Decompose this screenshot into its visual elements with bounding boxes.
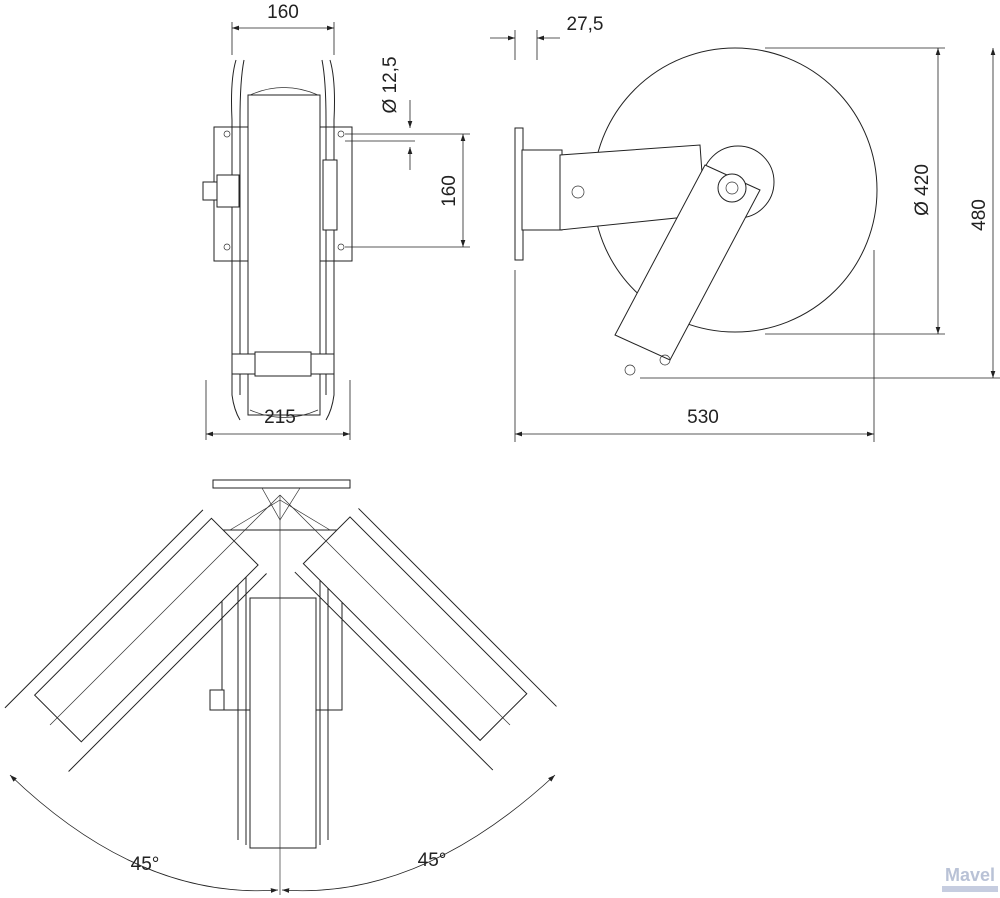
dim-front-width-top: 160 bbox=[267, 2, 299, 23]
angle-left: 45° bbox=[131, 854, 160, 875]
dim-hole-diameter: Ø 12,5 bbox=[380, 56, 401, 113]
dim-drum-diameter: Ø 420 bbox=[912, 164, 933, 216]
front-view bbox=[202, 22, 470, 440]
dim-overall-length: 530 bbox=[687, 407, 719, 428]
dim-mount-spacing: 160 bbox=[439, 175, 460, 207]
top-view bbox=[4, 479, 557, 895]
side-view bbox=[490, 30, 1000, 442]
mavel-logo-watermark: Mavel bbox=[942, 866, 998, 894]
dim-plate-offset: 27,5 bbox=[567, 14, 604, 35]
angle-right: 45° bbox=[418, 850, 447, 871]
dim-front-width-bottom: 215 bbox=[264, 407, 296, 428]
dim-overall-height: 480 bbox=[969, 199, 990, 231]
